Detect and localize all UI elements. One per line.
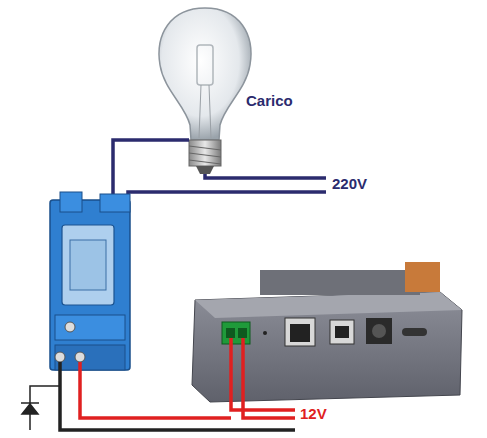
mains-wires <box>113 140 326 205</box>
relay <box>50 192 130 370</box>
dc-wires <box>60 338 295 430</box>
load-label: Carico <box>244 92 295 109</box>
voltage-label: 220V <box>330 175 369 192</box>
light-bulb <box>159 8 251 174</box>
diode-symbol <box>21 386 60 430</box>
voltage-label: 12V <box>298 405 329 422</box>
